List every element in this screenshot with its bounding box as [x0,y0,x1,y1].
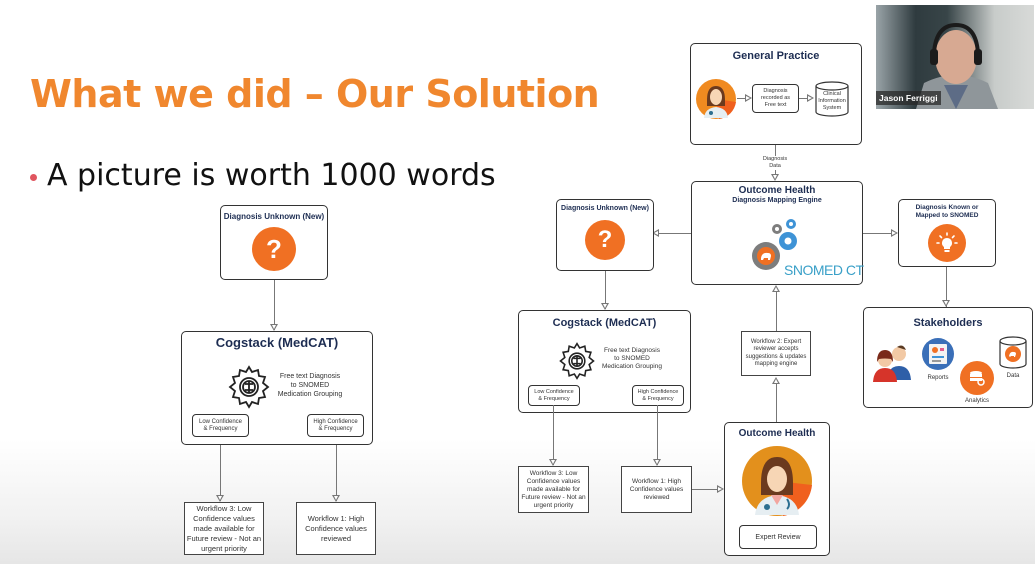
brain-gear-icon [228,365,270,409]
connector [658,233,691,234]
bullet-dot-icon [30,174,37,181]
connector [605,271,606,309]
connector [776,384,777,422]
left-low-confidence-box: Low Confidence & Frequency [192,414,249,437]
arrow-down-icon [332,495,340,502]
arrow-right-icon [745,94,752,102]
arrow-down-icon [942,300,950,307]
connector [274,280,275,330]
left-cogstack-title: Cogstack (MedCAT) [215,335,339,350]
arrow-left-icon [652,229,659,237]
expert-doctor-icon [742,446,812,516]
people-icon [873,345,911,382]
left-workflow3-box: Workflow 3: Low Confidence values made a… [184,502,264,555]
slide-title: What we did – Our Solution [30,72,600,116]
analytics-label: Analytics [964,398,989,404]
diagnosis-data-label: Diagnosis Data [752,156,798,170]
arrow-down-icon [601,303,609,310]
diagnosis-known-box: Diagnosis Known or Mapped to SNOMED [898,199,996,267]
arrow-right-icon [891,229,898,237]
data-label: Data [1006,373,1020,379]
arrow-down-icon [216,495,224,502]
outcome-health-box: Outcome Health Expert Review [724,422,830,556]
doctor-avatar-icon [696,79,736,119]
question-icon: ? [252,227,296,271]
bullet-item: A picture is worth 1000 words [30,158,496,193]
mapping-engine-title: Outcome Health [738,185,816,196]
brain-gear-icon [559,342,595,380]
mapping-engine-subtitle: Diagnosis Mapping Engine [732,197,822,204]
mapping-engine-box: Outcome Health Diagnosis Mapping Engine … [691,181,864,285]
data-cylinder-icon [999,336,1027,369]
workflow2-box: Workflow 2: Expert reviewer accepts sugg… [741,331,811,376]
snomed-ct-logo: SNOMED CT [784,262,864,278]
stakeholders-box: Stakeholders Reports Analytics Data [863,307,1033,408]
left-cogstack-box: Cogstack (MedCAT) Free text Diagnosis to… [181,331,373,445]
participant-name: Jason Ferriggi [876,91,941,105]
right-diagnosis-unknown-label: Diagnosis Unknown (New) [561,205,649,212]
question-icon: ? [585,220,625,260]
left-diagnosis-unknown-label: Diagnosis Unknown (New) [223,212,325,221]
connector [657,405,658,465]
connector [553,405,554,465]
gears-icon [752,219,797,270]
left-high-confidence-box: High Confidence & Frequency [307,414,364,437]
right-diagnosis-unknown-box: Diagnosis Unknown (New) ? [556,199,654,271]
stakeholders-title: Stakeholders [913,317,983,329]
right-low-confidence-box: Low Confidence & Frequency [528,385,580,406]
connector [220,445,221,501]
arrow-right-icon [717,485,724,493]
general-practice-box: General Practice Diagnosis recorded as F… [690,43,862,145]
arrow-up-icon [772,285,780,292]
arrow-right-icon [807,94,814,102]
connector [692,489,718,490]
connector [776,292,777,331]
left-diagnosis-unknown-box: Diagnosis Unknown (New) ? [220,205,328,280]
arrow-down-icon [653,459,661,466]
connector [946,267,947,307]
bullet-text: A picture is worth 1000 words [47,158,496,193]
connector [336,445,337,501]
right-cogstack-title: Cogstack (MedCAT) [552,317,657,329]
analytics-icon [960,361,994,395]
clinical-information-system-label: Clinical Information System [818,91,846,111]
diagnosis-recorded-box: Diagnosis recorded as Free text [752,84,799,113]
expert-review-button[interactable]: Expert Review [739,525,817,549]
connector [863,233,893,234]
right-workflow1-box: Workflow 1: High Confidence values revie… [621,466,692,513]
outcome-health-title: Outcome Health [738,428,816,439]
left-workflow1-box: Workflow 1: High Confidence values revie… [296,502,376,555]
reports-label: Reports [927,375,949,381]
general-practice-title: General Practice [732,50,820,62]
database-cylinder-icon [815,81,849,117]
arrow-down-icon [270,324,278,331]
lightbulb-icon [928,224,966,262]
arrow-up-icon [772,377,780,384]
right-cogstack-box: Cogstack (MedCAT) Free text Diagnosis to… [518,310,691,413]
diagnosis-known-label: Diagnosis Known or Mapped to SNOMED [915,204,979,219]
right-workflow3-box: Workflow 3: Low Confidence values made a… [518,466,589,513]
arrow-down-icon [771,174,779,181]
arrow-down-icon [549,459,557,466]
right-cogstack-description: Free text Diagnosis to SNOMED Medication… [602,347,662,370]
left-cogstack-description: Free text Diagnosis to SNOMED Medication… [277,373,343,398]
reports-icon [922,338,954,370]
participant-video-tile[interactable]: Jason Ferriggi [876,5,1034,109]
right-high-confidence-box: High Confidence & Frequency [632,385,684,406]
